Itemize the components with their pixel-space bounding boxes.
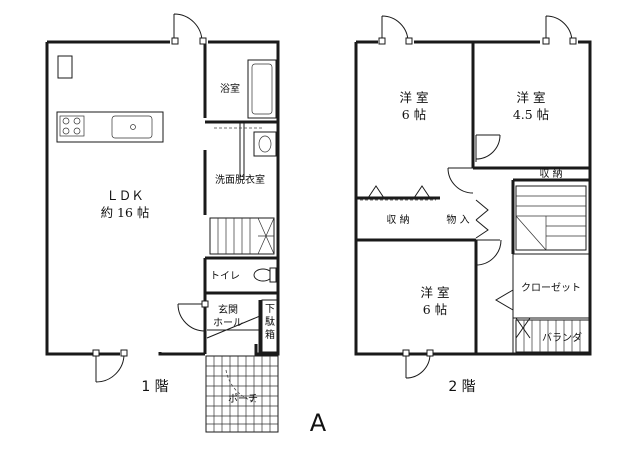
- entrance-step: [206, 315, 261, 339]
- closet-small-label: 物 入: [446, 213, 469, 226]
- floor-1-label: 1 階: [141, 379, 168, 395]
- porch-label: ポーチ: [228, 393, 258, 405]
- ldk-size-label: 約 16 帖: [101, 205, 150, 220]
- balcony-label: バランダ: [542, 331, 582, 344]
- closet-label: クローゼット: [521, 282, 581, 294]
- toilet-walls: [205, 256, 278, 295]
- south-room-size: 6 帖: [423, 302, 447, 317]
- floor-1-plan: ＬＤＫ 約 16 帖 浴室 洗面脱衣室 トイレ 玄関 ホール 下 駄 箱 ポーチ…: [45, 13, 280, 433]
- washbasin-icon: [253, 131, 277, 157]
- top-left-door-floor2: [381, 15, 409, 43]
- entrance-door: [177, 303, 206, 332]
- closet-door: [495, 289, 514, 311]
- east-room-size: 4.5 帖: [513, 107, 549, 122]
- porch-tiles: [205, 355, 279, 433]
- stairs-floor-1: [209, 217, 275, 255]
- floor-1-outer-walls: [45, 40, 280, 356]
- balcony: [515, 319, 591, 353]
- shoe-box-label-1: 下: [265, 304, 275, 315]
- south-room-label: 洋 室: [421, 285, 450, 300]
- south-room-door: [475, 239, 502, 266]
- west-room-door: [447, 167, 474, 194]
- top-right-door-floor2: [545, 15, 573, 43]
- kitchen-sink-icon: [111, 115, 153, 139]
- shoe-box-label-2: 駄: [265, 315, 275, 328]
- storage-label-2: 収 納: [539, 167, 562, 180]
- balcony-door: [515, 317, 531, 339]
- hanger-icon-1: [367, 185, 385, 199]
- closet-wall: [512, 253, 590, 354]
- east-room-door: [475, 134, 501, 162]
- hanger-icon-2: [413, 185, 431, 199]
- toilet-label: トイレ: [210, 271, 240, 282]
- shoe-box: [261, 299, 279, 353]
- stairs-floor-2: [515, 185, 587, 251]
- floor-2-label: 2 階: [448, 379, 475, 395]
- bottom-door-floor2: [405, 353, 431, 379]
- washroom-label: 洗面脱衣室: [215, 173, 265, 186]
- plan-id-label: A: [310, 409, 327, 437]
- closet-small-door: [475, 199, 489, 239]
- floor-2-outer-walls: [354, 40, 592, 356]
- kitchen-counter: [56, 111, 164, 143]
- shoe-box-label-3: 箱: [265, 328, 275, 341]
- bottom-door-floor1: [95, 353, 125, 383]
- storage-label-1: 収 納: [386, 213, 409, 226]
- west-room-size: 6 帖: [402, 107, 426, 122]
- east-room-label: 洋 室: [517, 90, 546, 105]
- west-room-label: 洋 室: [400, 90, 429, 105]
- bath-label: 浴室: [220, 82, 240, 95]
- ldk-label: ＬＤＫ: [106, 188, 144, 203]
- floor-2-plan: 洋 室 6 帖 洋 室 4.5 帖 洋 室 6 帖 収 納 収 納 物 入 クロ…: [354, 15, 592, 395]
- bathtub-icon: [247, 59, 277, 119]
- washroom-sliding-door: [239, 122, 245, 180]
- stove-icon: [59, 115, 85, 137]
- storage-walls: [356, 166, 590, 254]
- fridge-icon: [57, 55, 73, 79]
- entrance-label: 玄関: [218, 303, 238, 316]
- toilet-icon: [253, 268, 273, 282]
- hall-label: ホール: [213, 317, 243, 329]
